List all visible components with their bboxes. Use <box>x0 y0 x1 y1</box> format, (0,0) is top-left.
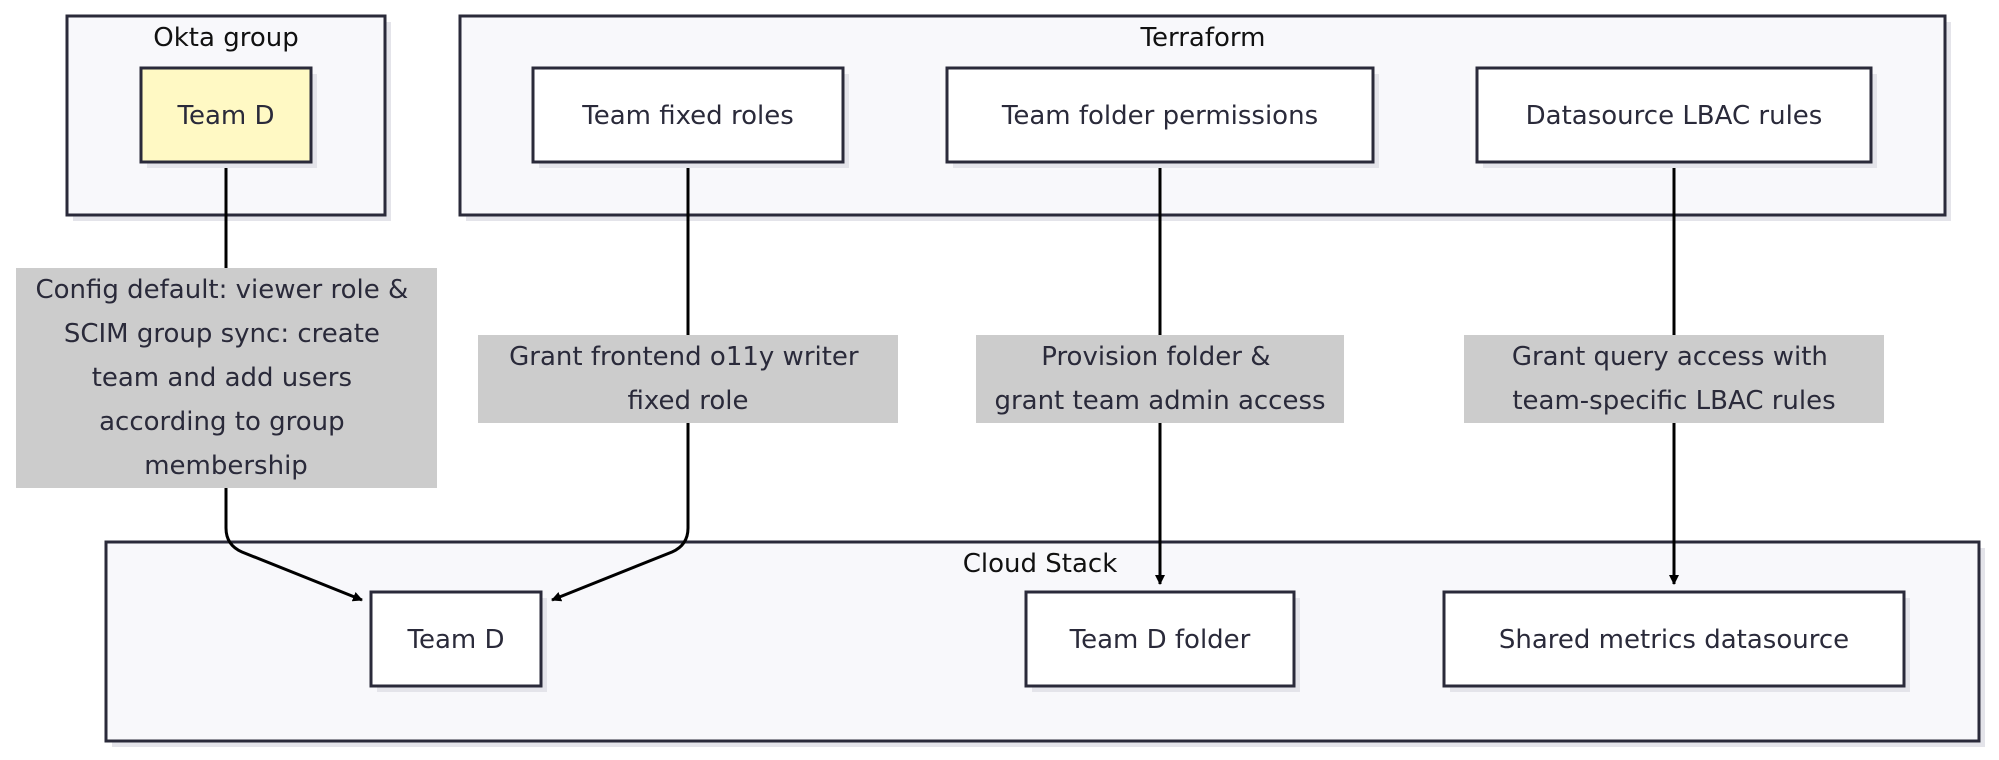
edge-label-lbac-grant-line-1: Grant query access with <box>1512 342 1828 372</box>
edge-label-folder-provision-line-2: grant team admin access <box>994 386 1325 416</box>
svg-text:Grant query access with: Grant query access with team-specific LB… <box>1512 342 1836 416</box>
edge-label-okta-sync-line-5: membership <box>144 451 308 481</box>
node-datasource-lbac-rules-label: Datasource LBAC rules <box>1526 101 1823 131</box>
node-team-folder-permissions-label: Team folder permissions <box>1001 101 1318 131</box>
node-cloud-team-d-label: Team D <box>406 625 504 655</box>
node-team-folder-permissions[interactable]: Team folder permissions <box>945 66 1379 168</box>
edge-okta-to-team <box>224 164 363 602</box>
edge-label-okta-sync-line-1: Config default: viewer role & <box>35 275 408 305</box>
edges <box>224 164 1679 602</box>
edge-label-lbac-grant-line-2: team-specific LBAC rules <box>1512 386 1835 416</box>
group-okta-title: Okta group <box>153 23 298 53</box>
group-terraform-title: Terraform <box>1140 23 1266 53</box>
node-team-fixed-roles[interactable]: Team fixed roles <box>531 66 849 168</box>
edge-label-lbac-grant: Grant query access with team-specific LB… <box>1464 335 1884 423</box>
node-team-d-folder-label: Team D folder <box>1069 625 1251 655</box>
edge-label-okta-sync: Config default: viewer role & SCIM group… <box>16 268 437 488</box>
edge-label-roles-grant-line-1: Grant frontend o11y writer <box>509 342 859 372</box>
edge-label-okta-sync-line-4: according to group <box>99 407 345 437</box>
edge-roles-to-team <box>551 164 690 602</box>
node-datasource-lbac-rules[interactable]: Datasource LBAC rules <box>1475 66 1877 168</box>
edge-label-okta-sync-line-3: team and add users <box>92 363 352 393</box>
node-okta-team-d[interactable]: Team D <box>139 66 317 168</box>
edge-label-okta-sync-line-2: SCIM group sync: create <box>64 319 380 349</box>
edge-label-roles-grant-line-2: fixed role <box>628 386 749 416</box>
edge-label-folder-provision-line-1: Provision folder & <box>1041 342 1270 372</box>
node-cloud-team-d[interactable]: Team D <box>369 590 547 692</box>
group-cloud-stack-title: Cloud Stack <box>963 549 1118 579</box>
edge-label-folder-provision: Provision folder & grant team admin acce… <box>976 335 1344 423</box>
svg-text:Config default: viewer role &: Config default: viewer role & SCIM group… <box>35 275 416 481</box>
node-okta-team-d-label: Team D <box>176 101 274 131</box>
edge-label-roles-grant: Grant frontend o11y writer fixed role <box>478 335 898 423</box>
node-shared-metrics-datasource-label: Shared metrics datasource <box>1499 625 1849 655</box>
svg-text:Provision folder & grant: Provision folder & grant team admin acce… <box>994 342 1325 416</box>
node-shared-metrics-datasource[interactable]: Shared metrics datasource <box>1442 590 1910 692</box>
node-team-d-folder[interactable]: Team D folder <box>1024 590 1300 692</box>
svg-text:Grant frontend o11y writer: Grant frontend o11y writer fixed role <box>509 342 867 416</box>
node-team-fixed-roles-label: Team fixed roles <box>581 101 794 131</box>
